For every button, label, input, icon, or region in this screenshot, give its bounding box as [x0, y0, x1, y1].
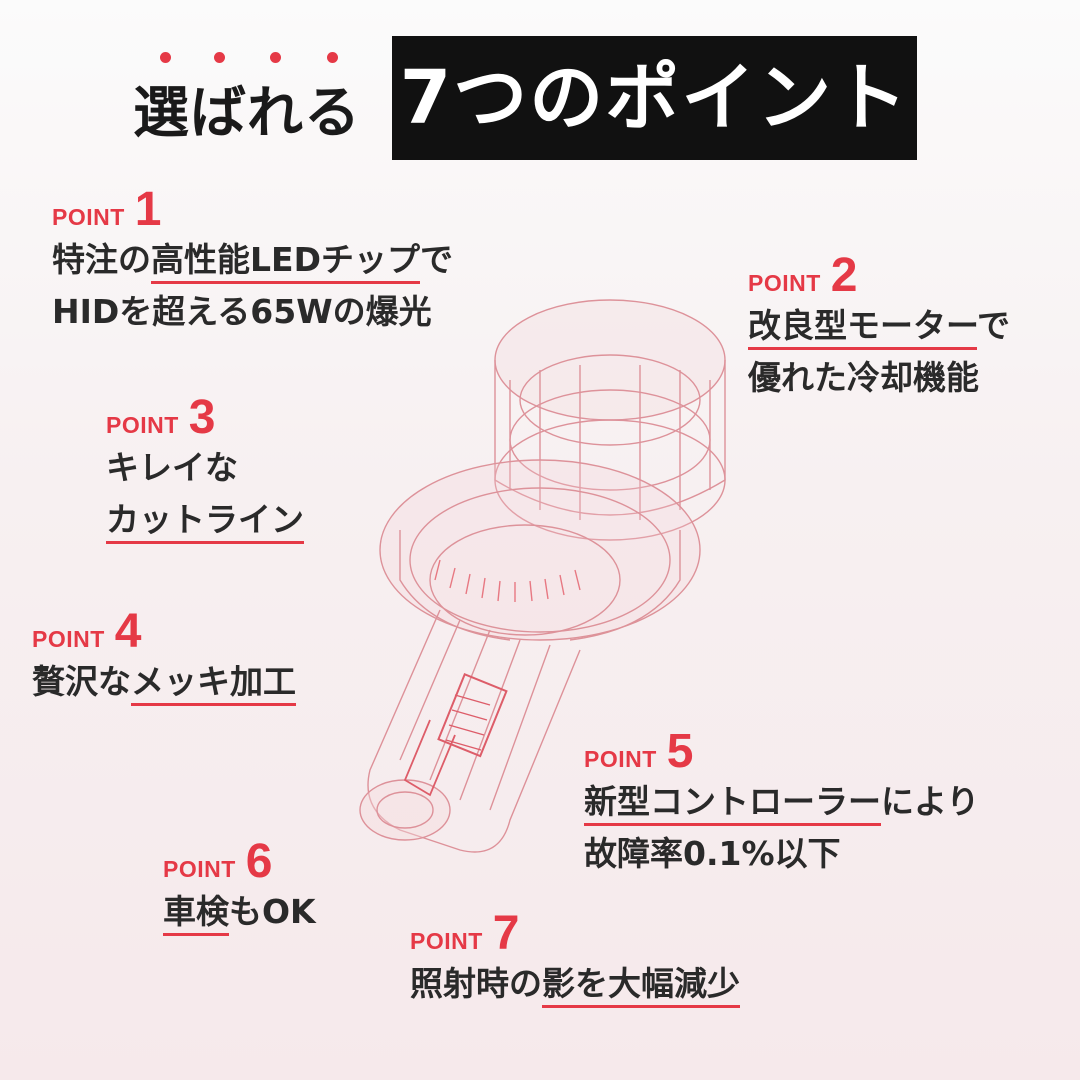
- point-number: 5: [666, 725, 694, 778]
- point-3-label: POINT 3: [106, 391, 304, 444]
- emphasis-dots: [160, 52, 360, 66]
- point-4: POINT 4 贅沢なメッキ加工: [32, 605, 296, 708]
- header: 選ばれる 7つのポイント: [0, 36, 1080, 166]
- point-5: POINT 5 新型コントローラーにより 故障率0.1%以下: [584, 725, 979, 880]
- point-1-line-2: HIDを超える65Wの爆光: [52, 292, 432, 331]
- point-number: 2: [830, 249, 858, 302]
- point-3: POINT 3 キレイな カットライン: [106, 391, 304, 546]
- point-word: POINT: [32, 626, 105, 652]
- point-5-label: POINT 5: [584, 725, 979, 778]
- point-number: 3: [188, 391, 216, 444]
- point-2-label: POINT 2: [748, 249, 1010, 302]
- point-number: 7: [492, 907, 520, 960]
- header-main-title: 7つのポイント: [392, 36, 917, 160]
- point-word: POINT: [52, 204, 125, 230]
- point-word: POINT: [163, 856, 236, 882]
- point-4-line-1: 贅沢なメッキ加工: [32, 656, 296, 708]
- point-2: POINT 2 改良型モーターで 優れた冷却機能: [748, 249, 1010, 404]
- point-word: POINT: [584, 746, 657, 772]
- point-5-line-1: 新型コントローラーにより: [584, 776, 979, 828]
- point-number: 1: [134, 183, 162, 236]
- point-number: 4: [114, 605, 142, 658]
- point-4-label: POINT 4: [32, 605, 296, 658]
- point-5-line-2: 故障率0.1%以下: [584, 834, 841, 873]
- point-2-line-1: 改良型モーターで: [748, 300, 1010, 352]
- point-3-line-2: カットライン: [106, 494, 304, 546]
- point-word: POINT: [106, 412, 179, 438]
- point-1-line-1: 特注の高性能LEDチップで: [52, 234, 453, 286]
- point-7: POINT 7 照射時の影を大幅減少: [410, 907, 740, 1010]
- point-3-line-1: キレイな: [106, 448, 238, 487]
- point-number: 6: [245, 835, 273, 888]
- point-1: POINT 1 特注の高性能LEDチップで HIDを超える65Wの爆光: [52, 183, 453, 338]
- point-6: POINT 6 車検もOK: [163, 835, 316, 938]
- point-word: POINT: [410, 928, 483, 954]
- point-1-label: POINT 1: [52, 183, 453, 236]
- led-bulb-illustration: [359, 299, 726, 853]
- point-6-line-1: 車検もOK: [163, 886, 316, 938]
- point-7-line-1: 照射時の影を大幅減少: [410, 958, 740, 1010]
- point-2-line-2: 優れた冷却機能: [748, 358, 979, 397]
- point-word: POINT: [748, 270, 821, 296]
- header-left-title: 選ばれる: [133, 80, 361, 146]
- point-6-label: POINT 6: [163, 835, 316, 888]
- point-7-label: POINT 7: [410, 907, 740, 960]
